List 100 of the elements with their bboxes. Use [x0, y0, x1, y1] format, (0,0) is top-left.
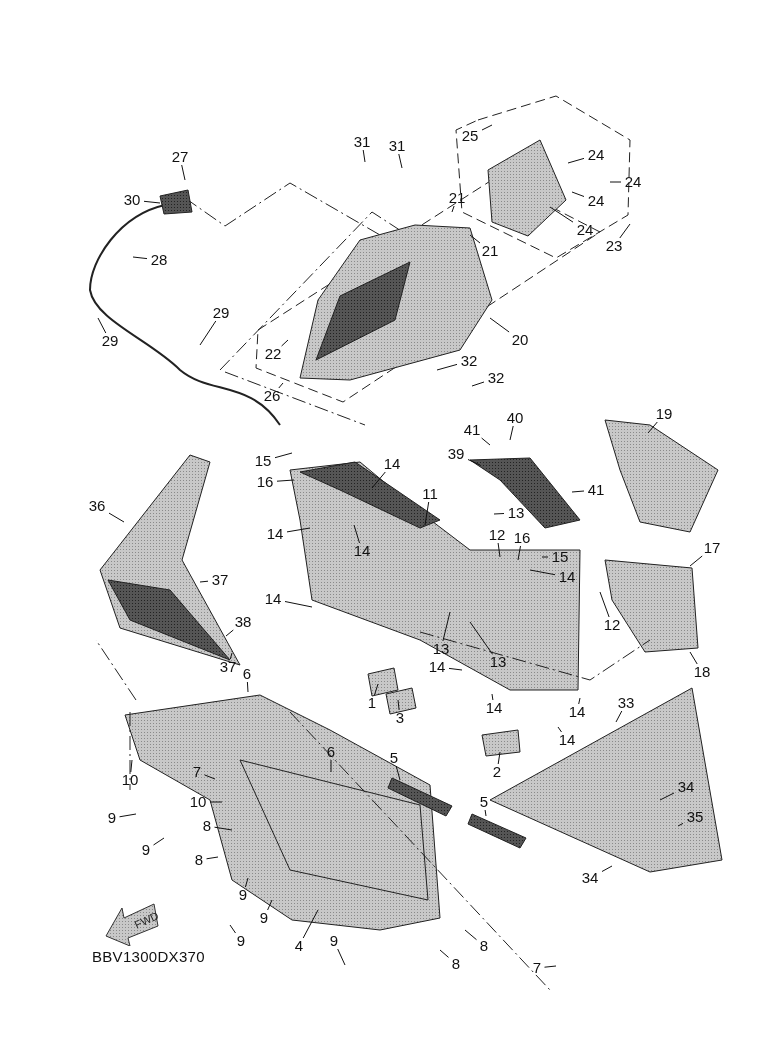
leader-line: [517, 545, 521, 561]
leader-line: [424, 501, 430, 526]
leader-line: [206, 856, 219, 860]
callout-number: 21: [480, 243, 500, 259]
callout-number: 15: [253, 453, 273, 469]
leader-line: [659, 792, 675, 801]
leader-line: [599, 591, 610, 618]
callout-number: 9: [106, 810, 118, 826]
callout-number: 20: [510, 332, 530, 348]
leader-line: [491, 693, 494, 701]
callout-number: 14: [427, 659, 447, 675]
callout-number: 9: [140, 842, 152, 858]
leader-line: [199, 580, 209, 583]
callout-number: 14: [557, 569, 577, 585]
leader-line: [214, 826, 233, 831]
leader-line: [493, 513, 505, 515]
callout-number: 32: [459, 353, 479, 369]
leader-line: [567, 157, 585, 164]
callout-number: 36: [87, 498, 107, 514]
leader-line: [371, 471, 386, 489]
callout-number: 4: [293, 938, 305, 954]
leader-line: [557, 726, 562, 733]
callout-number: 14: [567, 704, 587, 720]
callout-number: 8: [193, 852, 205, 868]
callout-number: 29: [100, 333, 120, 349]
leader-line: [571, 191, 585, 197]
callout-number: 8: [450, 956, 462, 972]
leader-line: [229, 924, 236, 934]
callout-number: 14: [382, 456, 402, 472]
callout-number: 19: [654, 406, 674, 422]
leader-line: [689, 555, 703, 567]
leader-line: [609, 181, 622, 183]
leader-line: [244, 877, 249, 888]
callout-number: 8: [478, 938, 490, 954]
callout-number: 24: [586, 193, 606, 209]
leader-line: [549, 206, 574, 223]
leader-line: [143, 200, 161, 204]
callout-number: 7: [531, 960, 543, 976]
callout-number: 37: [210, 572, 230, 588]
leader-line: [286, 527, 311, 533]
leader-line: [267, 899, 273, 911]
callout-number: 26: [262, 388, 282, 404]
callout-number: 1: [366, 695, 378, 711]
diagram-code: BBV1300DX370: [92, 948, 205, 965]
leader-line: [374, 683, 379, 696]
callout-number: 9: [258, 910, 270, 926]
callout-number: 12: [602, 617, 622, 633]
leader-line: [199, 320, 217, 346]
leader-line: [677, 822, 684, 827]
leader-line: [108, 512, 125, 523]
leader-line: [398, 153, 403, 169]
leader-line: [439, 949, 449, 958]
leader-line: [509, 425, 514, 441]
callout-number: 34: [676, 779, 696, 795]
callout-number: 29: [211, 305, 231, 321]
callout-number: 28: [149, 252, 169, 268]
leader-line: [130, 759, 133, 773]
callout-number: 16: [255, 474, 275, 490]
callout-number: 11: [421, 486, 439, 502]
callout-number: 9: [235, 933, 247, 949]
leader-line: [302, 909, 319, 939]
callout-number: 14: [484, 700, 504, 716]
callout-number: 34: [580, 870, 600, 886]
callout-number: 35: [685, 809, 705, 825]
leader-line: [469, 234, 481, 244]
callout-number: 10: [120, 772, 140, 788]
leader-line: [497, 751, 501, 765]
callout-number: 7: [191, 764, 203, 780]
direction-label: FWD: [132, 909, 161, 931]
leader-line: [442, 611, 451, 642]
leader-line: [448, 667, 463, 671]
callout-number: 13: [506, 505, 526, 521]
leader-line: [330, 759, 332, 773]
leader-line: [246, 681, 249, 693]
leader-line: [225, 629, 234, 637]
leader-line: [529, 569, 556, 576]
callout-number: 16: [512, 530, 532, 546]
leader-line: [395, 765, 401, 781]
callout-number: 41: [586, 482, 606, 498]
callout-number: 9: [328, 933, 340, 949]
callout-number: 3: [394, 710, 406, 726]
leader-line: [481, 124, 493, 131]
leader-line: [362, 149, 366, 163]
leader-line: [615, 710, 623, 723]
leader-line: [337, 948, 346, 966]
leader-line: [467, 459, 481, 466]
leader-line: [274, 452, 293, 459]
callout-number: 39: [446, 446, 466, 462]
callout-number: 10: [188, 794, 208, 810]
callout-number: 32: [486, 370, 506, 386]
callout-number: 15: [550, 549, 570, 565]
leader-line: [204, 774, 216, 780]
callout-number: 31: [387, 138, 407, 154]
callout-number: 40: [505, 410, 525, 426]
callout-number: 6: [325, 744, 337, 760]
callout-number: 8: [201, 818, 213, 834]
leader-line: [647, 421, 658, 434]
leader-line: [464, 929, 477, 941]
callout-number: 33: [616, 695, 636, 711]
leader-line: [484, 809, 487, 817]
